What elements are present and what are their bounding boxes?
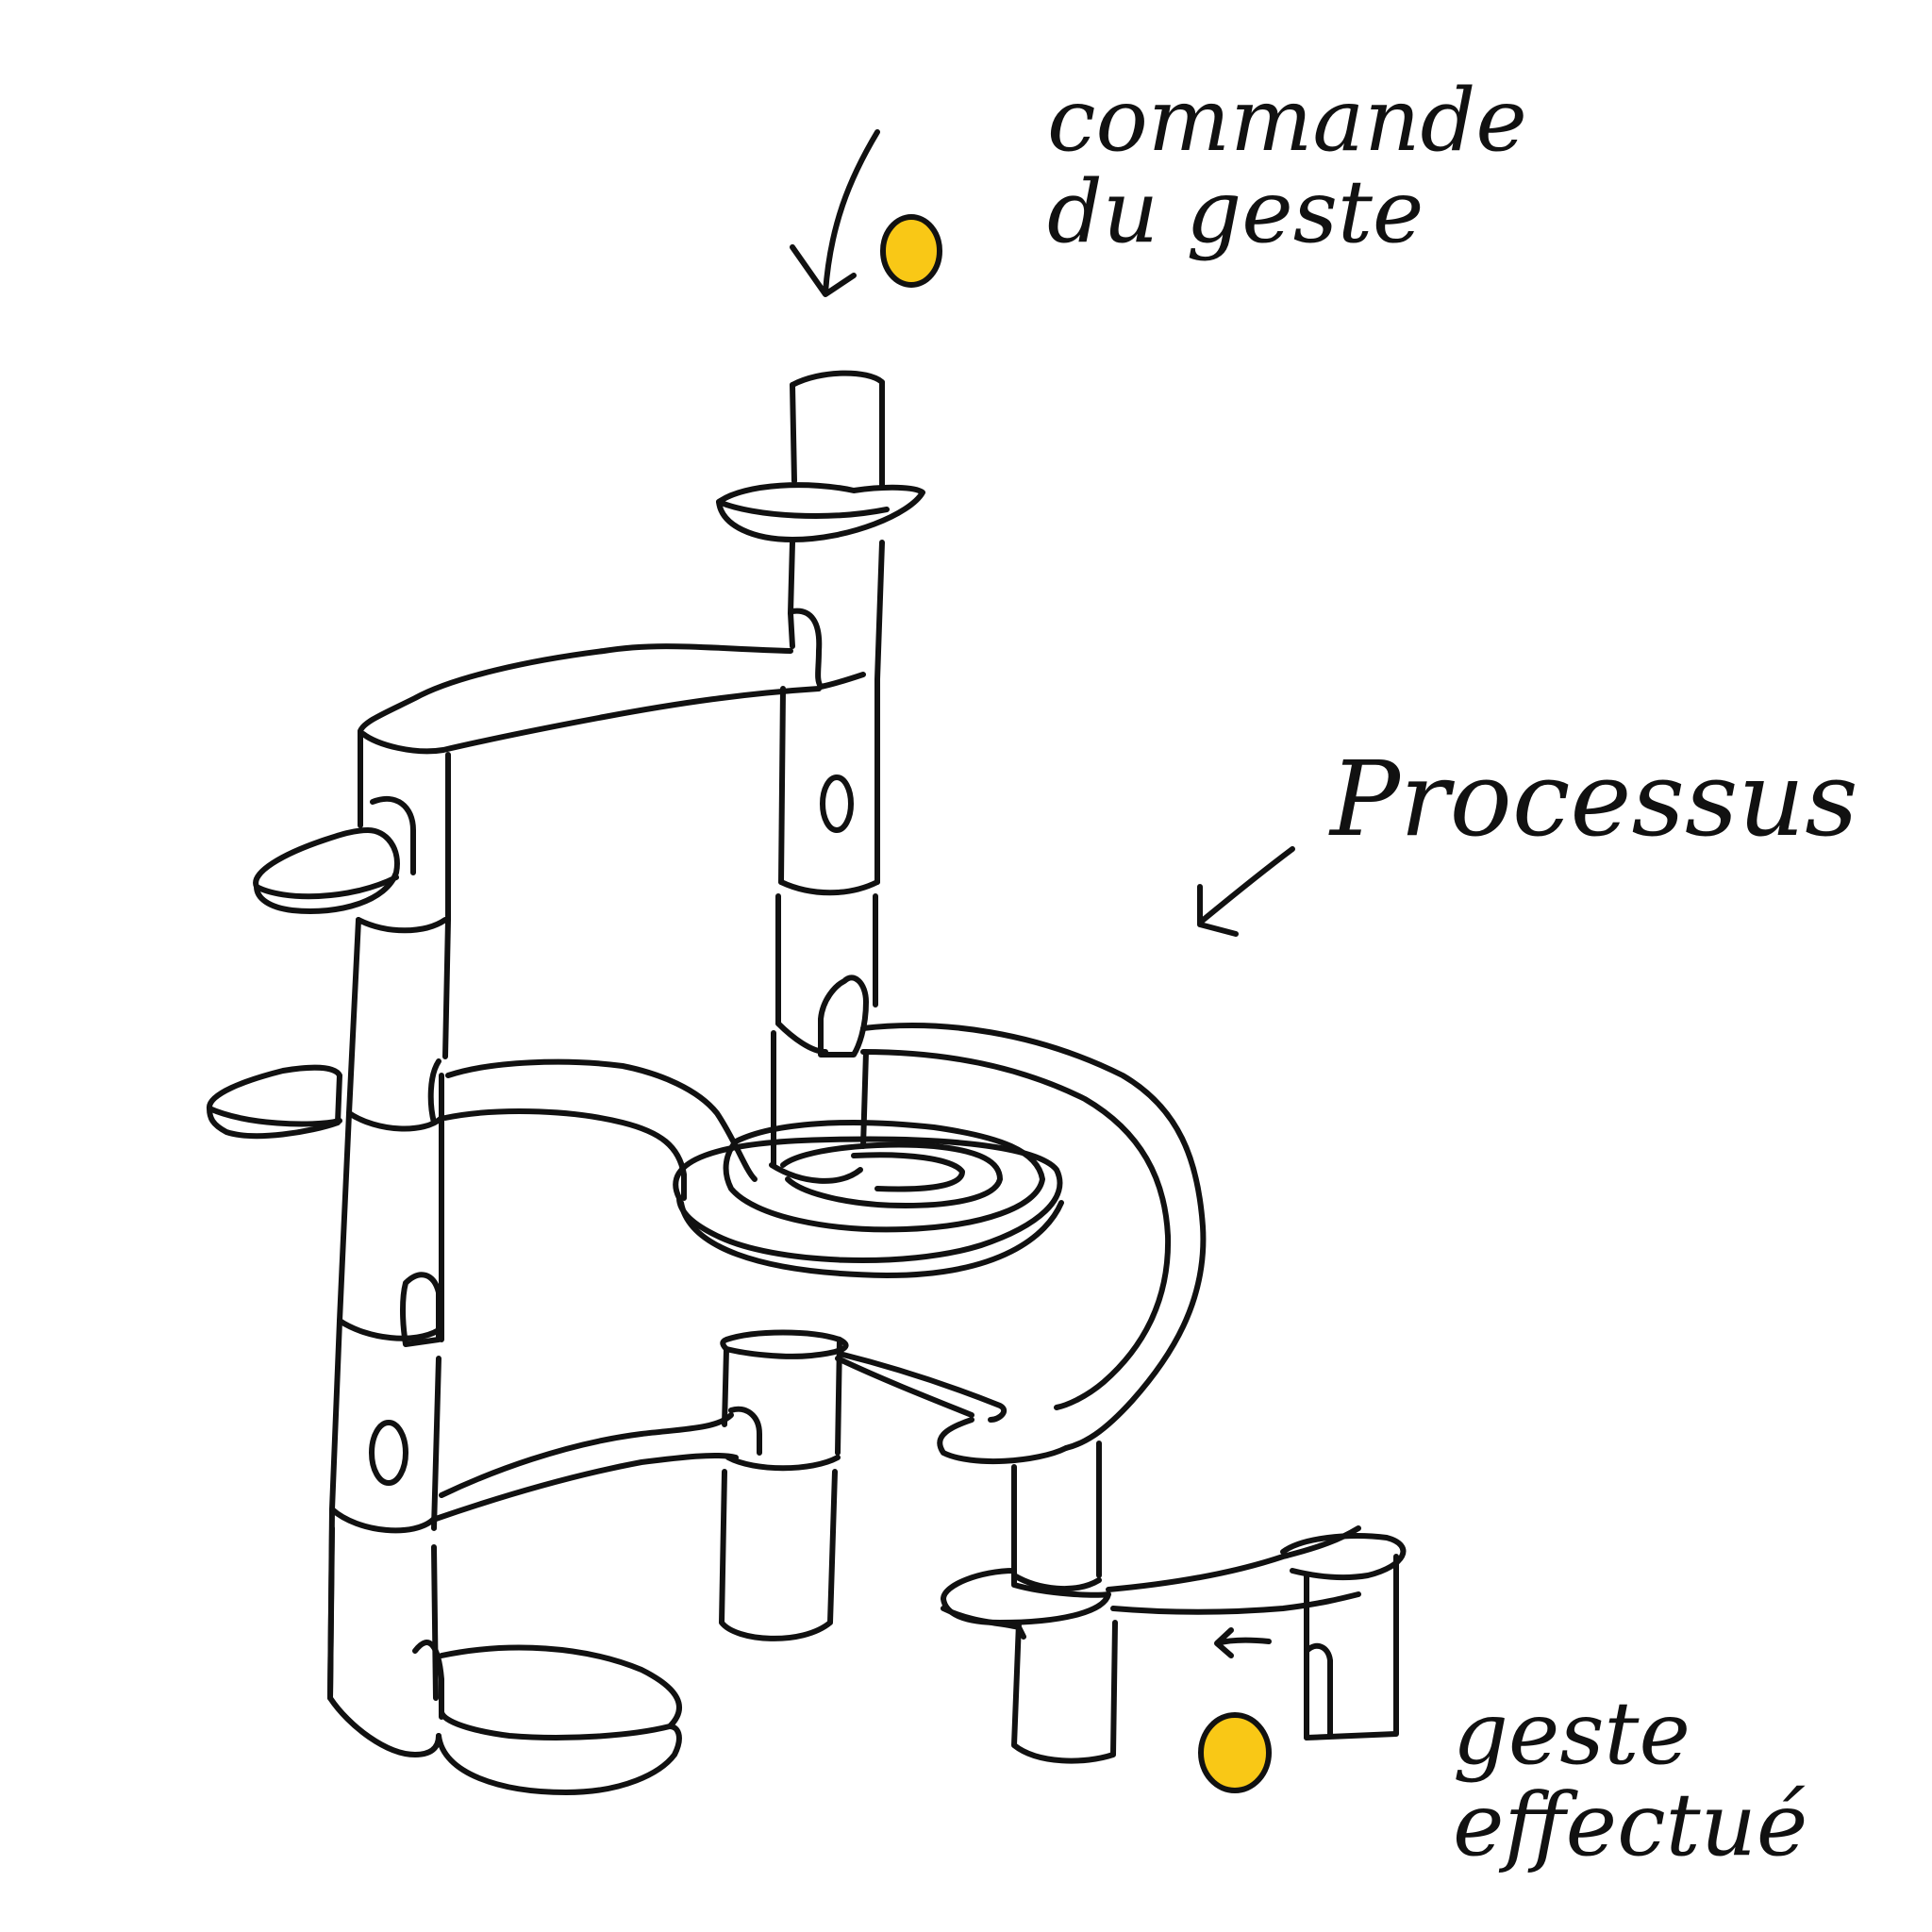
start-ball-group	[790, 129, 942, 297]
result-label-line2: effectué	[1453, 1774, 1808, 1875]
command-label-line2: du geste	[1047, 160, 1424, 262]
upper-ramp	[358, 643, 793, 734]
process-arrow-icon	[1197, 846, 1295, 937]
process-label: Processus	[1330, 739, 1858, 859]
left-tower	[207, 643, 822, 1795]
tower-hole-upper	[820, 774, 854, 833]
process-label-line1: Processus	[1330, 739, 1858, 859]
central-tower	[716, 370, 925, 1184]
command-label: commande du geste	[1047, 75, 1527, 258]
start-arrow-icon	[790, 129, 880, 297]
start-ball-icon	[880, 214, 942, 288]
left-upper-dish	[253, 827, 400, 914]
end-ball-group	[1198, 1627, 1272, 1793]
exit-cup	[1280, 1533, 1407, 1581]
bottom-left-cup	[439, 1644, 682, 1740]
right-lower-tower	[941, 1441, 1407, 1764]
spiral-funnel	[673, 1023, 1207, 1465]
lower-ramp	[433, 1329, 1008, 1641]
top-funnel-dish	[716, 482, 925, 542]
command-label-line1: commande	[1047, 70, 1527, 171]
middle-ramp	[445, 1058, 758, 1182]
result-label: geste effectué	[1453, 1683, 1808, 1875]
end-arrow-icon	[1214, 1627, 1272, 1658]
end-ball-icon	[1198, 1712, 1272, 1793]
left-tower-hole	[369, 1420, 408, 1486]
result-label-line1: geste	[1453, 1683, 1690, 1784]
